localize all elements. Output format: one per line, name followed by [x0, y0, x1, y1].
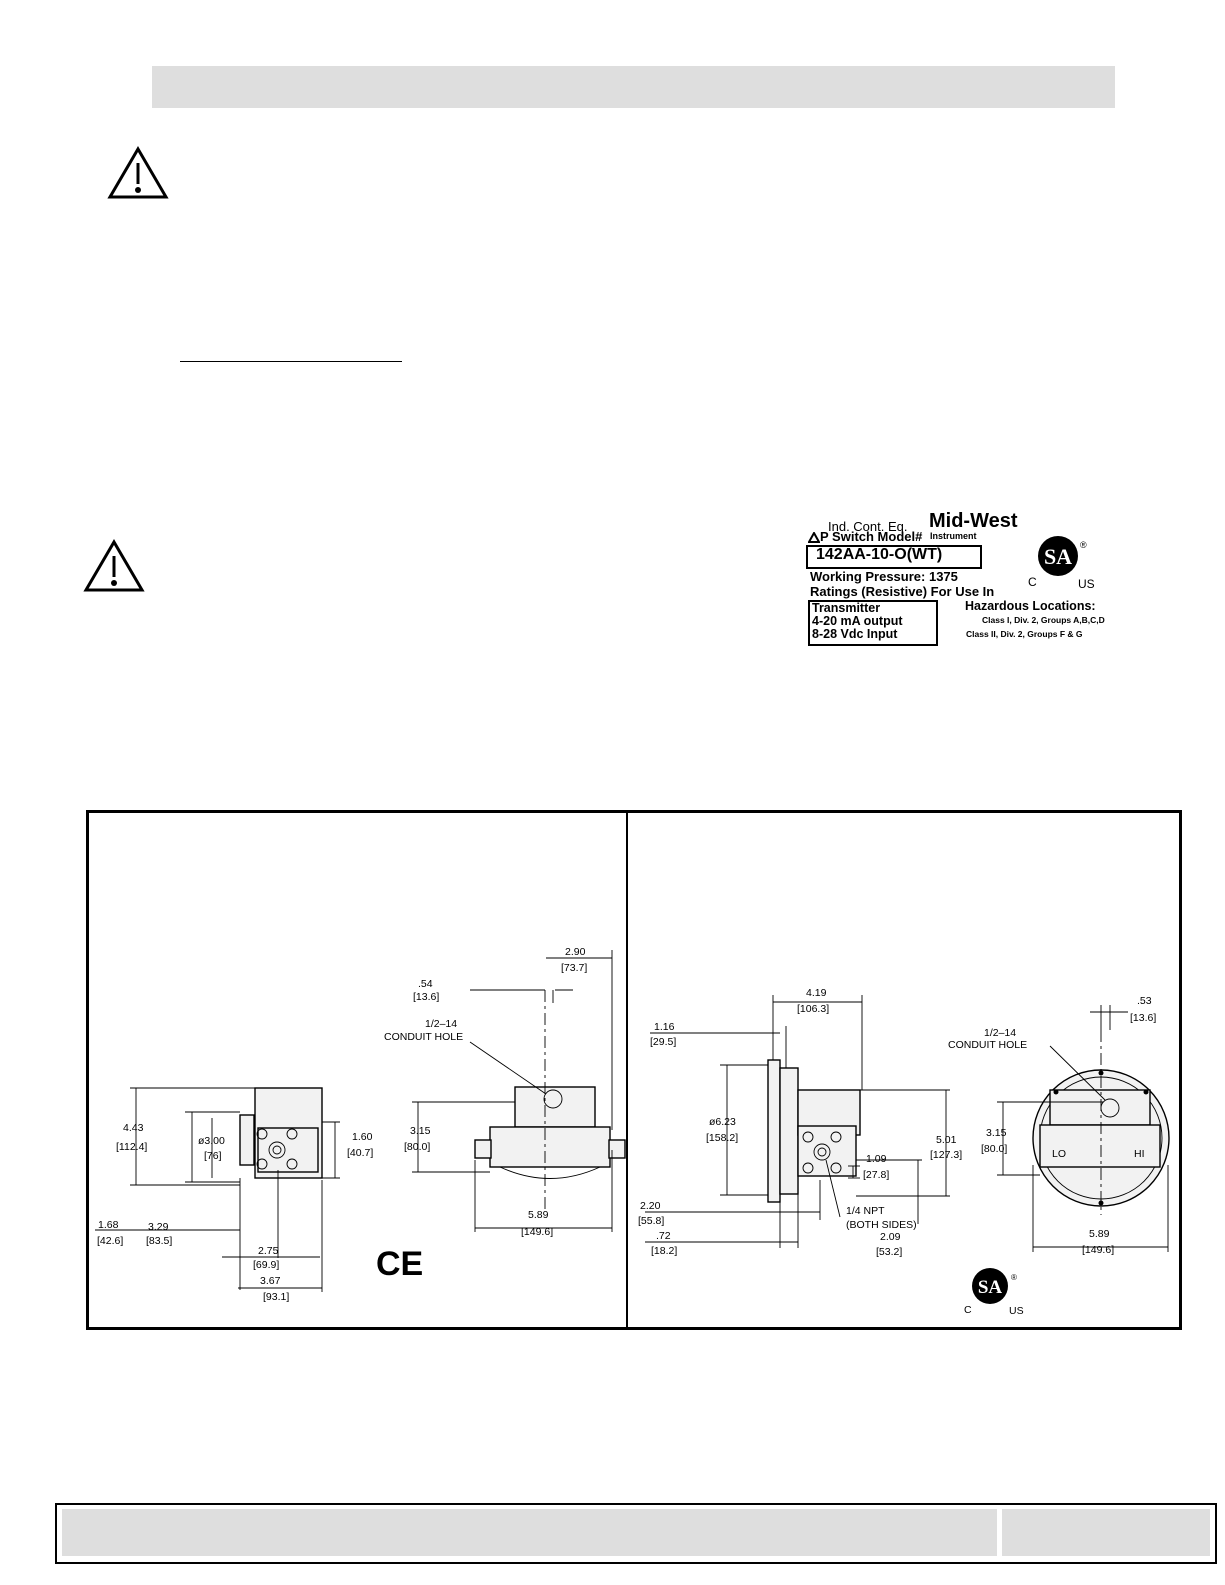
- conduit-size: 1/2–14: [425, 1018, 457, 1030]
- ce-mark-icon: CE: [376, 1245, 423, 1283]
- underline-rule: [180, 361, 402, 362]
- dim-69-9: [69.9]: [253, 1259, 279, 1271]
- dim-3-67: 3.67: [260, 1275, 281, 1287]
- dim-40-7: [40.7]: [347, 1147, 373, 1159]
- dim-13-6: [13.6]: [413, 991, 439, 1003]
- conduit-label: CONDUIT HOLE: [384, 1031, 463, 1043]
- dim-29-5: [29.5]: [650, 1036, 676, 1048]
- csa-mark-icon: SA ® C US: [964, 1268, 1024, 1317]
- dim-106-3: [106.3]: [797, 1003, 829, 1015]
- dim-83-5: [83.5]: [146, 1235, 172, 1247]
- dim-18-2: [18.2]: [651, 1245, 677, 1257]
- dim-3-15: 3.15: [410, 1125, 431, 1137]
- nameplate-brand: Mid-West: [929, 510, 1018, 532]
- nameplate-class2: Class II, Div. 2, Groups F & G: [966, 629, 1083, 639]
- dim-1-60: 1.60: [352, 1131, 373, 1143]
- nameplate-hazardous: Hazardous Locations:: [965, 599, 1096, 613]
- dim-93-1: [93.1]: [263, 1291, 289, 1303]
- nameplate-output: 4-20 mA output: [812, 614, 903, 628]
- left-front-view: [474, 990, 626, 1210]
- dim-112-4: [112.4]: [116, 1141, 147, 1153]
- nameplate-label: Ind. Cont. Eq. P Switch Model# Mid-West …: [806, 505, 1136, 655]
- nameplate-line1: Ind. Cont. Eq.: [828, 519, 908, 534]
- dim-80-0: [80.0]: [404, 1141, 430, 1153]
- dim-80-0-r: [80.0]: [981, 1143, 1007, 1155]
- dim-5-89: 5.89: [528, 1209, 549, 1221]
- dim-1-68: 1.68: [98, 1219, 119, 1231]
- conduit-size-r: 1/2–14: [984, 1027, 1016, 1039]
- csa-us: US: [1009, 1305, 1024, 1317]
- footer-frame: [55, 1503, 1217, 1564]
- right-front-view: [1032, 1030, 1170, 1215]
- dim-3-15-r: 3.15: [986, 1127, 1007, 1139]
- dim-4-43: 4.43: [123, 1122, 144, 1134]
- npt-note: (BOTH SIDES): [846, 1219, 917, 1231]
- dim-54: .54: [418, 978, 433, 990]
- left-side-view: [239, 1087, 323, 1290]
- dim-149-6-r: [149.6]: [1082, 1244, 1114, 1256]
- dim-127-3: [127.3]: [930, 1149, 962, 1161]
- csa-c: C: [964, 1304, 972, 1316]
- dim-3-29: 3.29: [148, 1221, 169, 1233]
- csa-mark-icon: SA ® C US: [1028, 536, 1095, 591]
- dim-2-20: 2.20: [640, 1200, 661, 1212]
- dim-158-2: [158.2]: [706, 1132, 738, 1144]
- warning-icon: [83, 539, 145, 592]
- dim-53: .53: [1137, 995, 1152, 1007]
- nameplate-class1: Class I, Div. 2, Groups A,B,C,D: [982, 615, 1105, 625]
- nameplate-ratings: Ratings (Resistive) For Use In: [810, 584, 995, 599]
- dim-6-23: ø6.23: [709, 1116, 736, 1128]
- left-dimension-lines: [95, 950, 613, 1292]
- delta-icon: [808, 532, 820, 543]
- port-hi: HI: [1134, 1148, 1145, 1160]
- dim-5-89-r: 5.89: [1089, 1228, 1110, 1240]
- footer-left-bar: [62, 1509, 997, 1556]
- nameplate-line2: P Switch Model#: [820, 529, 923, 544]
- dim-1-09: 1.09: [866, 1153, 887, 1165]
- transmitter-box: [808, 600, 938, 646]
- csa-c: C: [1028, 575, 1037, 589]
- nameplate-transmitter: Transmitter: [812, 601, 881, 615]
- reg-mark: ®: [1080, 540, 1087, 550]
- warning-icon: [107, 146, 169, 199]
- dim-27-8: [27.8]: [863, 1169, 889, 1181]
- dimension-drawings-frame: [86, 810, 1182, 1330]
- dim-2-09: 2.09: [880, 1231, 901, 1243]
- dim-73-7: [73.7]: [561, 962, 587, 974]
- right-side-view: [767, 1059, 861, 1203]
- nameplate-working-pressure: Working Pressure: 1375: [810, 569, 958, 584]
- nameplate-brand-sub: Instrument: [930, 531, 977, 541]
- dim-2-90: 2.90: [565, 946, 586, 958]
- nameplate-input: 8-28 Vdc Input: [812, 627, 898, 641]
- dim-3-00: ø3.00: [198, 1135, 225, 1147]
- right-dimension-lines: [645, 995, 1169, 1252]
- dim-1-16: 1.16: [654, 1021, 675, 1033]
- conduit-label-r: CONDUIT HOLE: [948, 1039, 1027, 1051]
- reg-mark: ®: [1011, 1273, 1017, 1282]
- npt-size: 1/4 NPT: [846, 1205, 885, 1217]
- dim-76: [76]: [204, 1150, 222, 1162]
- dim-42-6: [42.6]: [97, 1235, 123, 1247]
- dim-55-8: [55.8]: [638, 1215, 664, 1227]
- dim-5-01: 5.01: [936, 1134, 957, 1146]
- footer-right-bar: [1002, 1509, 1210, 1556]
- model-box: [806, 545, 982, 569]
- csa-us: US: [1078, 577, 1095, 591]
- port-lo: LO: [1052, 1148, 1066, 1160]
- dim-72: .72: [656, 1230, 671, 1242]
- nameplate-model: 142AA-10-O(WT): [816, 546, 943, 563]
- frame-divider: [626, 810, 628, 1330]
- svg-text:SA: SA: [1044, 544, 1072, 569]
- dim-2-75: 2.75: [258, 1245, 279, 1257]
- dim-13-6-r: [13.6]: [1130, 1012, 1156, 1024]
- dim-149-6: [149.6]: [521, 1226, 553, 1238]
- dim-53-2: [53.2]: [876, 1246, 902, 1258]
- svg-text:SA: SA: [978, 1277, 1003, 1298]
- header-bar: [152, 66, 1115, 108]
- dim-4-19: 4.19: [806, 987, 827, 999]
